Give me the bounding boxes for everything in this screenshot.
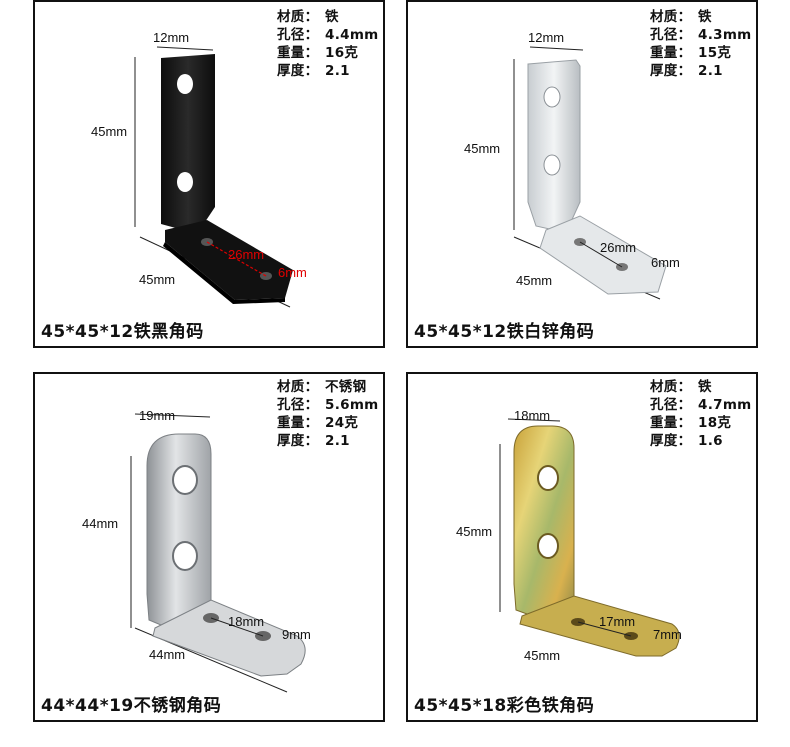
dim-hole-edge: 6mm: [278, 265, 307, 280]
product-caption: 45*45*12铁黑角码: [41, 322, 204, 342]
product-caption: 44*44*19不锈钢角码: [41, 696, 222, 716]
spec-weight: 重量：16克: [277, 45, 359, 61]
white-zinc-bracket-image: [513, 46, 667, 300]
spec-weight: 重量：24克: [277, 415, 359, 431]
product-card-white-zinc: 12mm 45mm 45mm 26mm 6mm 材质：铁 孔径：4.3mm 重量…: [406, 0, 758, 348]
dim-hole-edge: 7mm: [653, 627, 682, 642]
spec-weight: 重量：15克: [650, 45, 732, 61]
spec-thickness: 厚度：2.1: [277, 63, 350, 79]
spec-list: 材质：不锈钢 孔径：5.6mm 重量：24克 厚度：2.1: [277, 378, 379, 450]
product-card-black: 12mm 45mm 45mm 26mm 6mm 材质：铁 孔径：4.4mm 重量…: [33, 0, 385, 348]
dim-height: 45mm: [456, 524, 493, 539]
spec-hole: 孔径：4.7mm: [650, 397, 752, 413]
spec-list: 材质：铁 孔径：4.4mm 重量：16克 厚度：2.1: [277, 8, 379, 80]
spec-weight: 重量：18克: [650, 415, 732, 431]
spec-hole: 孔径：4.3mm: [650, 27, 752, 43]
spec-material: 材质：铁: [277, 9, 339, 25]
spec-material: 材质：铁: [650, 379, 712, 395]
spec-hole: 孔径：5.6mm: [277, 397, 379, 413]
dim-height: 45mm: [91, 124, 128, 139]
spec-list: 材质：铁 孔径：4.7mm 重量：18克 厚度：1.6: [650, 378, 752, 450]
spec-thickness: 厚度：2.1: [277, 433, 350, 449]
stainless-bracket-image: [130, 413, 306, 693]
dim-height: 44mm: [82, 516, 119, 531]
dim-hole-edge: 9mm: [282, 627, 311, 642]
spec-thickness: 厚度：2.1: [650, 63, 723, 79]
dim-width: 12mm: [153, 30, 190, 45]
dim-width: 18mm: [514, 408, 551, 423]
product-caption: 45*45*12铁白锌角码: [414, 322, 595, 342]
spec-thickness: 厚度：1.6: [650, 433, 723, 449]
product-card-color-zinc: 18mm 45mm 45mm 17mm 7mm 材质：铁 孔径：4.7mm 重量…: [406, 372, 758, 722]
dim-hole-edge: 6mm: [651, 255, 680, 270]
dim-width: 12mm: [528, 30, 565, 45]
dim-hole-spacing: 18mm: [228, 614, 265, 629]
dim-length: 45mm: [524, 648, 561, 663]
spec-material: 材质：铁: [650, 9, 712, 25]
dim-hole-spacing: 26mm: [600, 240, 637, 255]
spec-list: 材质：铁 孔径：4.3mm 重量：15克 厚度：2.1: [650, 8, 752, 80]
spec-material: 材质：不锈钢: [277, 379, 367, 395]
dim-height: 45mm: [464, 141, 501, 156]
dim-hole-spacing: 17mm: [599, 614, 636, 629]
dim-hole-spacing: 26mm: [228, 247, 265, 262]
product-caption: 45*45*18彩色铁角码: [414, 696, 595, 716]
black-bracket-image: [134, 46, 293, 308]
dim-length: 45mm: [516, 273, 553, 288]
spec-hole: 孔径：4.4mm: [277, 27, 379, 43]
dim-length: 45mm: [139, 272, 176, 287]
product-card-stainless: 19mm 44mm 44mm 18mm 9mm 材质：不锈钢 孔径：5.6mm …: [33, 372, 385, 722]
color-zinc-bracket-image: [499, 418, 680, 657]
dim-width: 19mm: [139, 408, 176, 423]
dim-length: 44mm: [149, 647, 186, 662]
